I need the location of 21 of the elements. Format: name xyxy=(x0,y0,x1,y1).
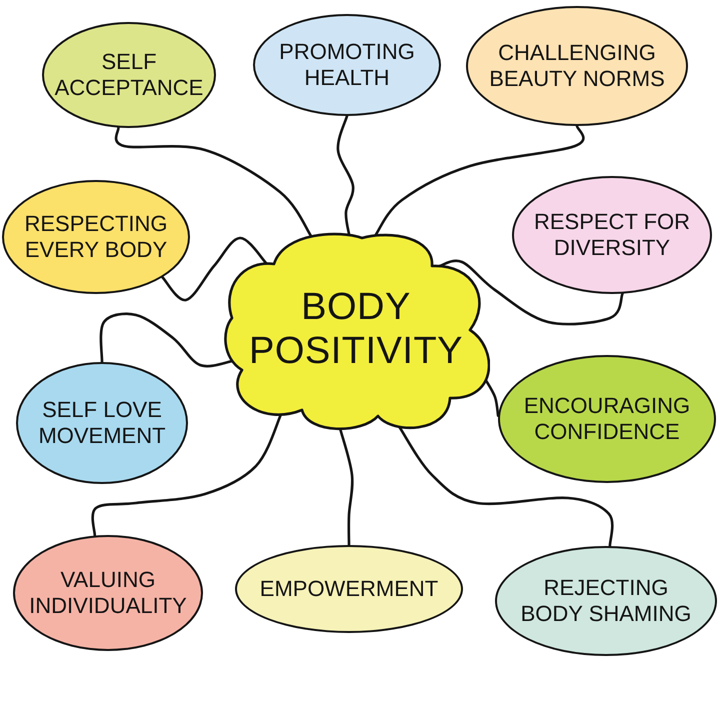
topic-label: REJECTING BODY SHAMING xyxy=(520,575,692,627)
connector-line xyxy=(398,426,614,548)
topic-label: SELF LOVE MOVEMENT xyxy=(37,397,167,449)
connector-line xyxy=(114,126,313,238)
topic-label: RESPECT FOR DIVERSITY xyxy=(532,209,692,261)
topic-label: PROMOTING HEALTH xyxy=(278,39,416,91)
topic-label: EMPOWERMENT xyxy=(258,576,440,602)
connector-line xyxy=(374,124,585,237)
connector-line xyxy=(438,260,624,326)
topic-label: ENCOURAGING CONFIDENCE xyxy=(522,393,692,445)
connector-line xyxy=(100,312,234,368)
connector-line xyxy=(338,428,354,546)
connector-line xyxy=(484,378,500,417)
topic-label: SELF ACCEPTANCE xyxy=(54,49,204,101)
connector-line xyxy=(336,114,354,236)
topic-label: CHALLENGING BEAUTY NORMS xyxy=(488,40,666,92)
topic-label: RESPECTING EVERY BODY xyxy=(23,211,169,263)
connector-line xyxy=(161,236,268,302)
connector-line xyxy=(91,413,282,537)
central-topic-label: BODY POSITIVITY xyxy=(248,286,464,374)
topic-label: VALUING INDIVIDUALITY xyxy=(28,567,188,619)
